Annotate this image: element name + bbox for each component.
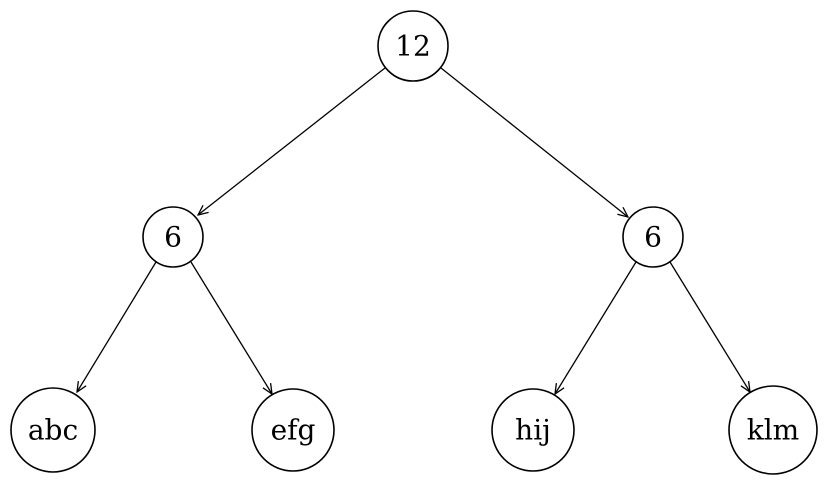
edge-root-to-right (440, 67, 628, 217)
node-label: klm (747, 414, 799, 447)
edge-left-to-efg (190, 261, 272, 394)
node-circle (377, 10, 449, 82)
node-circle (251, 388, 335, 472)
node-circle (728, 385, 818, 475)
node-label: efg (271, 414, 316, 447)
node-label: 6 (644, 221, 662, 254)
tree-node-right: 6 (622, 206, 684, 268)
tree-node-klm: klm (728, 385, 818, 475)
node-circle (622, 206, 684, 268)
edges (77, 67, 750, 394)
tree-node-abc: abc (10, 387, 96, 473)
tree-node-efg: efg (251, 388, 335, 472)
node-label: 12 (395, 30, 431, 63)
tree-node-root: 12 (377, 10, 449, 82)
node-label: abc (28, 414, 78, 447)
node-circle (142, 206, 204, 268)
node-label: hij (515, 414, 551, 447)
node-circle (10, 387, 96, 473)
node-label: 6 (164, 221, 182, 254)
edge-left-to-abc (77, 261, 157, 392)
edge-root-to-left (198, 67, 386, 215)
node-circle (491, 388, 575, 472)
edge-right-to-klm (669, 261, 750, 392)
edge-right-to-hij (555, 261, 637, 394)
tree-node-left: 6 (142, 206, 204, 268)
tree-node-hij: hij (491, 388, 575, 472)
